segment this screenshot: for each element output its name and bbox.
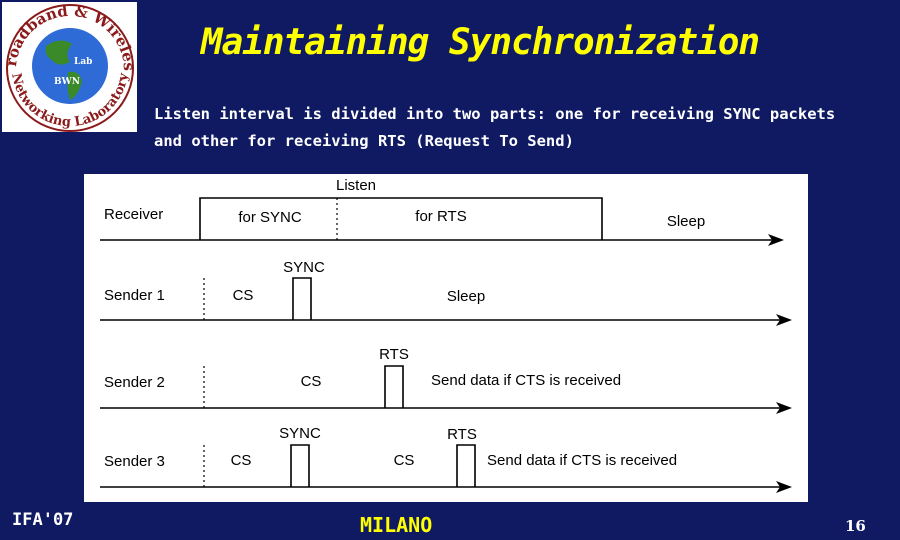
sender2-cs: CS: [301, 373, 322, 390]
logo-inner-left: BWN: [54, 77, 80, 87]
sender1-sync-pulse: [292, 277, 312, 320]
timing-diagram: Listen Receiver for SYNC for RTS Sleep S…: [84, 174, 808, 502]
slide-title: Maintaining Synchronization: [200, 22, 760, 63]
sender3-arrow-icon: [776, 481, 792, 493]
sender2-rts-pulse: [384, 365, 404, 408]
sender2-rts-label: RTS: [379, 346, 409, 363]
sender1-sync-label: SYNC: [283, 259, 325, 276]
sender2-label: Sender 2: [104, 374, 165, 391]
sender1-arrow-icon: [776, 314, 792, 326]
sender3-rts-label: RTS: [447, 426, 477, 443]
subtitle-line-2: and other for receiving RTS (Request To …: [154, 132, 574, 150]
receiver-for-sync: for SYNC: [238, 209, 302, 226]
footer-location: MILANO: [360, 513, 433, 537]
receiver-listen-box: [199, 197, 603, 240]
sender3-cs1: CS: [231, 452, 252, 469]
footer-conference: IFA'07: [12, 510, 74, 530]
timing-diagram-svg: Listen Receiver for SYNC for RTS Sleep S…: [100, 177, 792, 493]
subtitle-line-1: Listen interval is divided into two part…: [154, 105, 836, 123]
receiver-label: Receiver: [104, 206, 163, 223]
listen-label: Listen: [336, 177, 376, 194]
sender3-cs2: CS: [394, 452, 415, 469]
sender3-label: Sender 3: [104, 453, 165, 470]
globe-land-north: [45, 40, 72, 65]
sender1-cs: CS: [233, 287, 254, 304]
sender2-send: Send data if CTS is received: [431, 372, 621, 389]
sender3-send: Send data if CTS is received: [487, 452, 677, 469]
logo-inner-right: Lab: [74, 57, 92, 67]
sender1-label: Sender 1: [104, 287, 165, 304]
lab-logo-svg: Broadband & Wireless Networking Laborato…: [0, 0, 138, 132]
sender2-arrow-icon: [776, 402, 792, 414]
receiver-arrow-icon: [768, 234, 784, 246]
receiver-sleep: Sleep: [667, 213, 705, 230]
receiver-for-rts: for RTS: [415, 208, 466, 225]
lab-logo: Broadband & Wireless Networking Laborato…: [0, 0, 138, 132]
sender3-sync-pulse: [290, 444, 310, 487]
slide-subtitle: Listen interval is divided into two part…: [154, 101, 884, 155]
sender1-sleep: Sleep: [447, 288, 485, 305]
sender3-sync-label: SYNC: [279, 425, 321, 442]
page-number: 16: [845, 517, 866, 535]
globe-land-south: [67, 71, 82, 100]
sender3-rts-pulse: [456, 444, 476, 487]
